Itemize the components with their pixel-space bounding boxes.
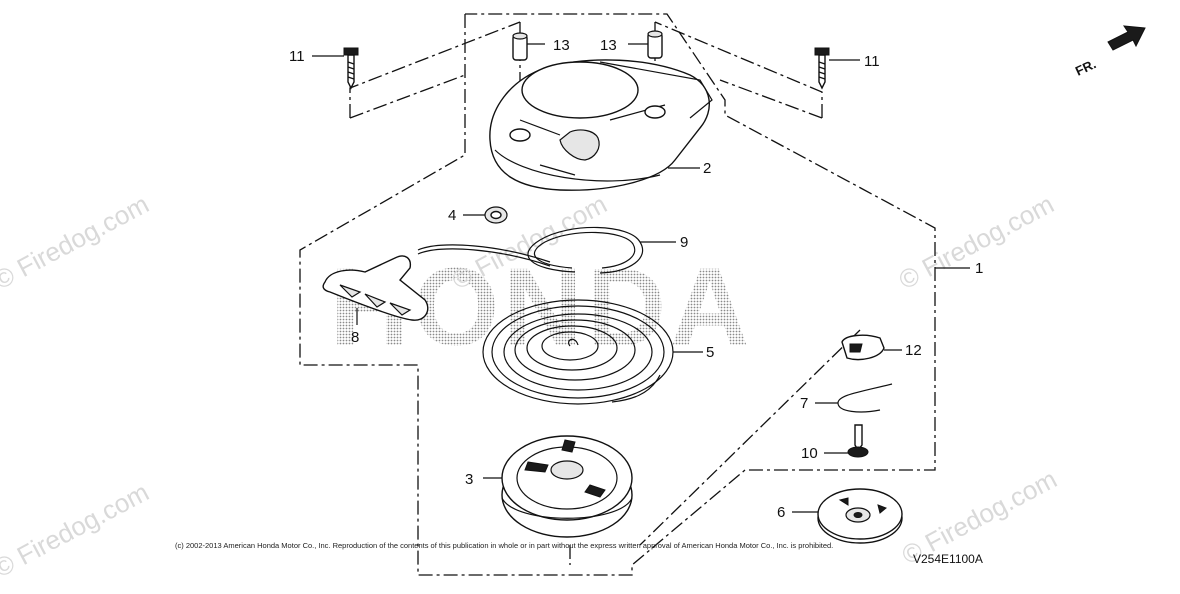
bolt-11-right — [814, 47, 830, 90]
recoil-spring-5 — [482, 299, 674, 405]
assembly-boundary — [299, 13, 936, 576]
callout-5: 5 — [706, 344, 714, 361]
bolt-11-left — [343, 47, 359, 90]
starter-handle-8 — [322, 244, 551, 321]
friction-plate-6 — [817, 488, 903, 544]
callout-10: 10 — [801, 445, 818, 462]
site-watermark: © Firedog.com — [0, 477, 154, 584]
callout-3: 3 — [465, 471, 473, 488]
site-watermark: © Firedog.com — [894, 189, 1059, 296]
collar-13-right — [647, 30, 663, 59]
copyright-notice: (c) 2002-2013 American Honda Motor Co., … — [175, 541, 833, 550]
callout-12: 12 — [905, 342, 922, 359]
reel-3 — [501, 435, 633, 538]
screw-10 — [847, 424, 869, 458]
front-label: FR. — [1073, 56, 1098, 78]
front-arrow-icon — [1107, 25, 1146, 51]
callout-7: 7 — [800, 395, 808, 412]
front-arrow: FR. — [1073, 25, 1146, 79]
callout-6: 6 — [777, 504, 785, 521]
reference-code: V254E1100A — [913, 552, 983, 566]
callout-13-right: 13 — [600, 37, 617, 54]
callout-8: 8 — [351, 329, 359, 346]
collar-13-left — [512, 32, 528, 61]
nut-4 — [484, 206, 508, 224]
spring-7 — [837, 383, 893, 413]
site-watermark: © Firedog.com — [0, 189, 154, 296]
callout-1: 1 — [975, 260, 983, 277]
callout-9: 9 — [680, 234, 688, 251]
leader-lines — [312, 43, 970, 513]
callout-13-left: 13 — [553, 37, 570, 54]
starter-case-2 — [489, 59, 713, 191]
callout-11-left: 11 — [289, 48, 305, 65]
ratchet-12 — [841, 334, 885, 361]
callout-4: 4 — [448, 207, 456, 224]
callout-2: 2 — [703, 160, 711, 177]
callout-11-right: 11 — [864, 53, 880, 70]
callout-numbers: 11 11 13 13 2 4 9 1 8 5 12 7 10 3 6 — [289, 37, 983, 521]
